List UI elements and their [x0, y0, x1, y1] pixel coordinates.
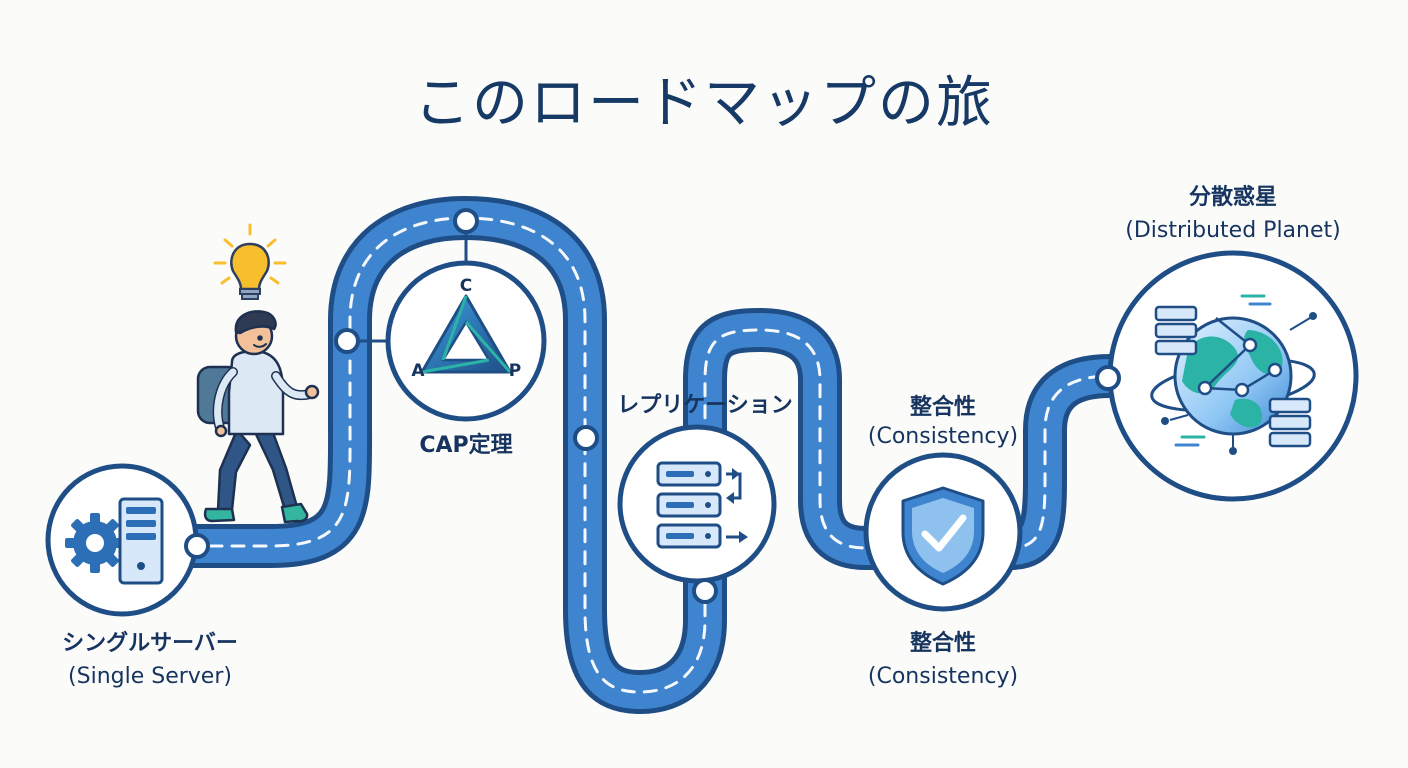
waypoint-dot — [692, 578, 718, 604]
station-label-planet-en: (Distributed Planet) — [1125, 218, 1340, 243]
station-label-planet-ja: 分散惑星 — [1189, 185, 1277, 210]
station-cap: C A P — [385, 260, 547, 422]
lightbulb-icon — [213, 223, 287, 300]
waypoint-dot — [334, 328, 360, 354]
waypoint-dot — [1095, 365, 1121, 391]
station-distributed-planet — [1107, 250, 1359, 502]
roadmap-center-dashes — [120, 216, 1112, 694]
waypoint-dot — [453, 208, 479, 234]
station-label-replication: レプリケーション — [617, 393, 793, 418]
station-label-consistency-top-ja: 整合性 — [910, 394, 976, 420]
station-label-single-server-ja: シングルサーバー — [62, 630, 238, 656]
cap-letter-p: P — [509, 361, 521, 381]
station-label-consistency-bottom-ja: 整合性 — [910, 630, 976, 656]
server-stack-icon — [1154, 305, 1312, 448]
station-label-consistency-top-en: (Consistency) — [868, 424, 1018, 449]
station-label-single-server-en: (Single Server) — [68, 664, 232, 689]
station-single-server — [45, 463, 199, 617]
page-title: このロードマップの旅 — [414, 71, 994, 136]
traveler-figure — [196, 310, 320, 524]
server-icon — [118, 497, 164, 585]
station-label-cap: CAP定理 — [419, 432, 512, 458]
globe-icon — [1150, 312, 1317, 455]
cap-triangle-icon — [420, 294, 512, 374]
waypoint-dot — [184, 533, 210, 559]
waypoint-markers — [184, 208, 1121, 604]
station-label-consistency-bottom-en: (Consistency) — [868, 664, 1018, 689]
shield-check-icon — [901, 486, 985, 586]
station-consistency — [863, 452, 1023, 612]
waypoint-dot — [573, 425, 599, 451]
gear-icon — [65, 513, 125, 573]
cap-letter-c: C — [460, 276, 472, 296]
cap-letter-a: A — [411, 361, 425, 381]
station-replication — [617, 424, 777, 584]
replication-server-icon — [656, 461, 748, 549]
data-stream-lines — [1174, 294, 1272, 447]
